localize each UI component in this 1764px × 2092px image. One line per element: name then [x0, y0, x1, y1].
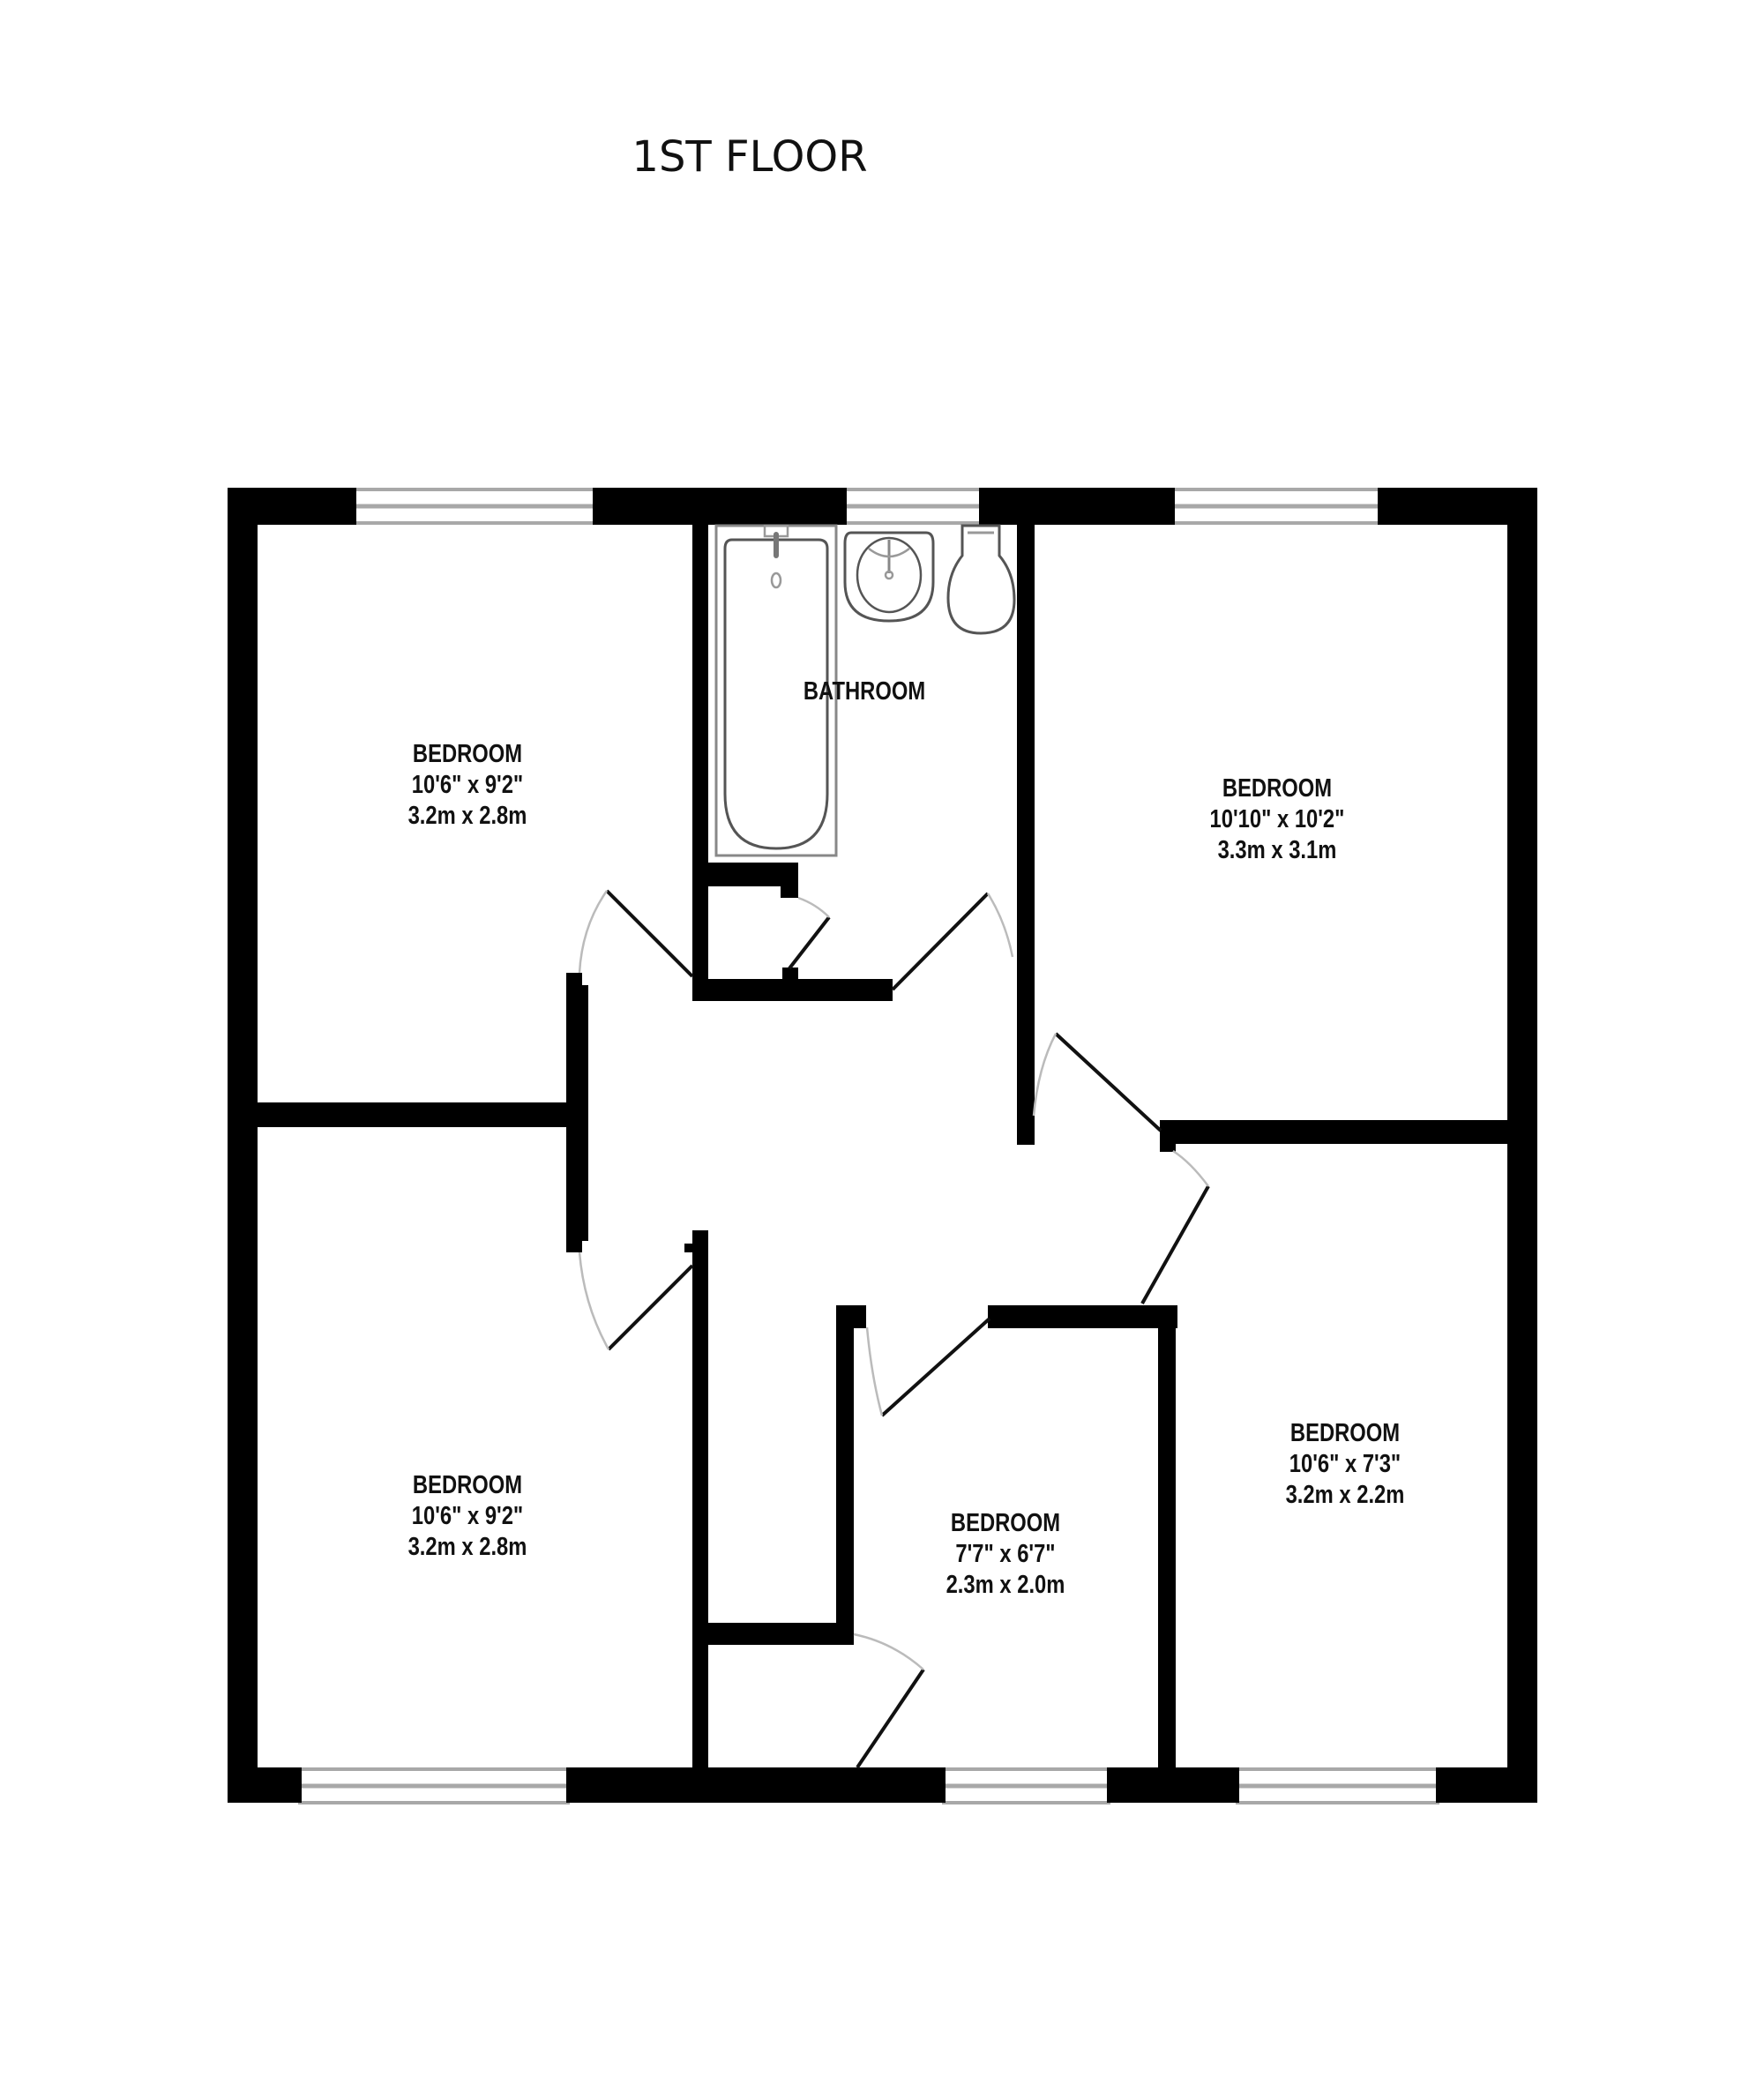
room-dimensions-imperial: 10'6" x 9'2": [411, 771, 524, 799]
floor-title: 1ST FLOOR: [632, 132, 868, 182]
outer-walls: [228, 488, 1537, 1803]
room-name: BEDROOM: [1222, 774, 1333, 803]
room-name: BEDROOM: [950, 1509, 1061, 1537]
room-label-bedroom-top-left: BEDROOM 10'6" x 9'2" 3.2m x 2.8m: [395, 739, 540, 832]
room-label-bedroom-bottom-right: BEDROOM 10'6" x 7'3" 3.2m x 2.2m: [1273, 1418, 1417, 1511]
room-label-bedroom-bottom-middle: BEDROOM 7'7" x 6'7" 2.3m x 2.0m: [933, 1508, 1078, 1601]
room-name: BATHROOM: [803, 677, 926, 706]
room-dimensions-metric: 3.3m x 3.1m: [1217, 836, 1337, 864]
room-label-bedroom-bottom-left: BEDROOM 10'6" x 9'2" 3.2m x 2.8m: [395, 1470, 540, 1563]
bath-icon: [714, 524, 838, 857]
room-name: BEDROOM: [412, 740, 523, 768]
window-bottom-right: [1236, 1767, 1439, 1804]
room-label-bathroom: BATHROOM: [790, 676, 939, 707]
window-bottom-left: [298, 1767, 570, 1804]
room-dimensions-imperial: 7'7" x 6'7": [955, 1540, 1056, 1568]
window-top-left: [353, 488, 596, 525]
room-dimensions-metric: 2.3m x 2.0m: [946, 1571, 1065, 1599]
door-bedroom-top-right: [1032, 1032, 1162, 1132]
windows: [298, 488, 1439, 1804]
room-name: BEDROOM: [412, 1471, 523, 1499]
door-bedroom-bottom-left: [578, 1251, 694, 1351]
door-cupboard-upper: [788, 896, 831, 970]
door-cupboard-lower: [853, 1633, 925, 1769]
room-dimensions-metric: 3.2m x 2.8m: [407, 802, 527, 830]
room-dimensions-imperial: 10'6" x 9'2": [411, 1502, 524, 1530]
toilet-icon: [946, 524, 1016, 635]
basin-icon: [843, 531, 935, 623]
room-name: BEDROOM: [1289, 1419, 1401, 1447]
interior-walls: [256, 520, 1508, 1768]
door-bedroom-bottom-middle: [865, 1317, 991, 1417]
room-label-bedroom-top-right: BEDROOM 10'10" x 10'2" 3.3m x 3.1m: [1195, 773, 1359, 866]
door-bedroom-top-left: [578, 889, 694, 978]
room-dimensions-metric: 3.2m x 2.8m: [407, 1533, 527, 1561]
window-top-bathroom: [843, 488, 983, 525]
room-dimensions-imperial: 10'10" x 10'2": [1209, 805, 1345, 833]
window-bottom-middle: [942, 1767, 1110, 1804]
window-top-right: [1171, 488, 1381, 525]
door-bedroom-bottom-right: [1140, 1149, 1210, 1304]
room-dimensions-metric: 3.2m x 2.2m: [1285, 1481, 1405, 1509]
door-bathroom: [891, 892, 1014, 991]
doors: [578, 889, 1210, 1769]
room-dimensions-imperial: 10'6" x 7'3": [1289, 1450, 1401, 1478]
